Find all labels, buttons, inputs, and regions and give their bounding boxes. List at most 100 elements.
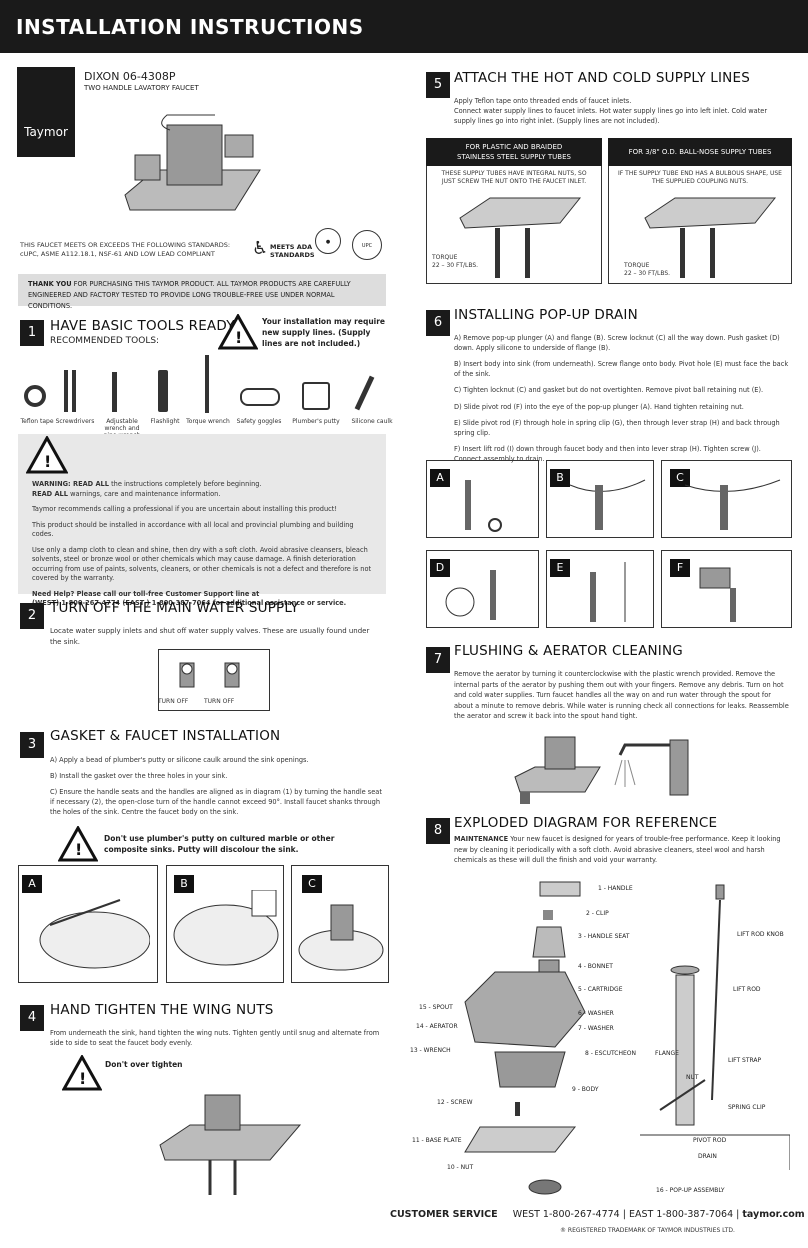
part-label: 6 - WASHER — [578, 1010, 614, 1017]
step-5-number: 5 — [426, 72, 450, 98]
drain-figure-c — [661, 460, 792, 538]
warning-icon: ! — [58, 826, 98, 862]
popup-label: PIVOT ROD — [693, 1137, 727, 1144]
part-label: 11 - BASE PLATE — [412, 1137, 462, 1144]
tool-caption: Flashlight — [150, 418, 180, 425]
step-2-text: Locate water supply inlets and shut off … — [50, 627, 370, 646]
drain-figure-a — [426, 460, 539, 538]
step-5-text1: Apply Teflon tape onto threaded ends of … — [454, 97, 632, 105]
watersense-icon: ● — [315, 228, 341, 254]
faucet-flush-illustration — [614, 739, 689, 796]
svg-text:!: ! — [235, 328, 242, 347]
footer-contact: CUSTOMER SERVICE WEST 1-800-267-4774 | E… — [390, 1209, 805, 1220]
supply-tube-illustration — [459, 197, 582, 278]
figure-label: B — [550, 469, 570, 487]
standards-line2: cUPC, ASME A112.18.1, NSF-61 AND LOW LEA… — [20, 250, 215, 258]
part-label: 10 - NUT — [447, 1164, 474, 1171]
maintenance-text: MAINTENANCE Your new faucet is designed … — [454, 835, 781, 864]
svg-text:!: ! — [75, 840, 82, 859]
faucet-install-illustration — [298, 904, 384, 971]
trademark-notice: ® REGISTERED TRADEMARK OF TAYMOR INDUSTR… — [560, 1227, 735, 1234]
drain-illustration — [569, 479, 646, 530]
step-3-number: 3 — [20, 732, 44, 758]
screwdriver-icon — [64, 370, 68, 412]
tool-caption: Torque wrench — [186, 418, 230, 425]
valve-icon — [179, 662, 195, 688]
part-label: 5 - CARTRIDGE — [578, 986, 623, 993]
step-4-number: 4 — [20, 1005, 44, 1031]
warning-text: WARNING: READ ALL the instructions compl… — [32, 480, 372, 607]
popup-label: 16 - POP-UP ASSEMBLY — [656, 1187, 725, 1194]
figure-3b — [166, 865, 284, 983]
drain-figure-d — [426, 550, 539, 628]
tool-caption: Teflon tape — [20, 418, 54, 425]
figure-label: B — [174, 875, 194, 893]
sink-illustration — [173, 890, 279, 966]
safety-goggles-icon — [240, 388, 280, 406]
panel-1-title: FOR PLASTIC AND BRAIDED STAINLESS STEEL … — [426, 138, 602, 166]
torque-wrench-icon — [205, 355, 209, 413]
product-model: DIXON 06-4308P — [84, 70, 176, 83]
part-label: 7 - WASHER — [578, 1025, 614, 1032]
ball-nose-tube-illustration — [644, 197, 777, 278]
panel-1-text: THESE SUPPLY TUBES HAVE INTEGRAL NUTS, S… — [441, 170, 587, 185]
svg-text:!: ! — [44, 452, 51, 471]
wing-nut-illustration — [159, 1094, 302, 1195]
turn-off-caption: TURN OFF — [204, 698, 235, 705]
website-link[interactable]: taymor.com — [742, 1209, 805, 1220]
thank-you-banner: THANK YOU FOR PURCHASING THIS TAYMOR PRO… — [18, 274, 386, 310]
figure-label: A — [430, 469, 450, 487]
putty-icon — [302, 382, 330, 410]
panel-2-title: FOR 3/8" O.D. BALL-NOSE SUPPLY TUBES — [608, 138, 792, 166]
part-label: 3 - HANDLE SEAT — [578, 933, 630, 940]
shutoff-valve-figure — [158, 649, 270, 711]
warning-icon: ! — [218, 314, 258, 350]
drain-illustration — [699, 567, 736, 622]
valve-icon — [224, 662, 240, 688]
step-6-title: INSTALLING POP-UP DRAIN — [454, 307, 638, 323]
popup-label: LIFT ROD KNOB — [737, 931, 784, 938]
page-title: INSTALLATION INSTRUCTIONS — [0, 0, 808, 53]
step-2-title: TURN OFF THE MAIN WATER SUPPLY — [50, 600, 299, 616]
ada-icon: ♿ — [252, 238, 269, 259]
figure-label: C — [670, 469, 690, 487]
ada-label: MEETS ADA STANDARDS — [270, 243, 315, 259]
popup-label: NUT — [686, 1074, 699, 1081]
popup-label: LIFT ROD — [733, 986, 761, 993]
exploded-diagram — [464, 881, 586, 1195]
step-4-text: From underneath the sink, hand tighten t… — [50, 1029, 380, 1047]
drain-illustration — [684, 479, 781, 530]
drain-illustration — [445, 570, 496, 620]
step-5-text2: Connect water supply lines to faucet inl… — [454, 107, 768, 125]
putty-warning: Don't use plumber's putty on cultured ma… — [104, 834, 335, 854]
svg-text:!: ! — [79, 1069, 86, 1088]
part-label: 4 - BONNET — [578, 963, 613, 970]
panel-2-text: IF THE SUPPLY TUBE END HAS A BULBOUS SHA… — [618, 170, 782, 185]
part-label: 9 - BODY — [572, 1086, 599, 1093]
popup-label: DRAIN — [698, 1153, 717, 1160]
step-4-title: HAND TIGHTEN THE WING NUTS — [50, 1002, 274, 1018]
part-label: 13 - WRENCH — [410, 1047, 451, 1054]
figure-label: A — [22, 875, 42, 893]
warning-icon: ! — [26, 436, 68, 474]
tool-caption: Plumber's putty — [292, 418, 340, 425]
drain-illustration — [590, 562, 626, 622]
step-5-title: ATTACH THE HOT AND COLD SUPPLY LINES — [454, 70, 750, 86]
tool-caption: Screwdrivers — [55, 418, 95, 425]
popup-assembly-diagram — [640, 884, 790, 1170]
step-1-title: HAVE BASIC TOOLS READY — [50, 318, 235, 334]
popup-label: SPRING CLIP — [728, 1104, 766, 1111]
step-2-number: 2 — [20, 603, 44, 629]
step-3-title: GASKET & FAUCET INSTALLATION — [50, 728, 281, 744]
popup-label: FLANGE — [655, 1050, 679, 1057]
overtighten-warning: Don't over tighten — [105, 1060, 183, 1069]
figure-label: F — [670, 559, 690, 577]
step-8-title: EXPLODED DIAGRAM FOR REFERENCE — [454, 815, 718, 831]
step-1-subtitle: RECOMMENDED TOOLS: — [50, 336, 160, 346]
sink-illustration — [39, 899, 150, 969]
cupc-icon: UPC — [352, 230, 382, 260]
part-label: 14 - AERATOR — [416, 1023, 458, 1030]
part-label: 15 - SPOUT — [419, 1004, 453, 1011]
figure-label: D — [430, 559, 450, 577]
